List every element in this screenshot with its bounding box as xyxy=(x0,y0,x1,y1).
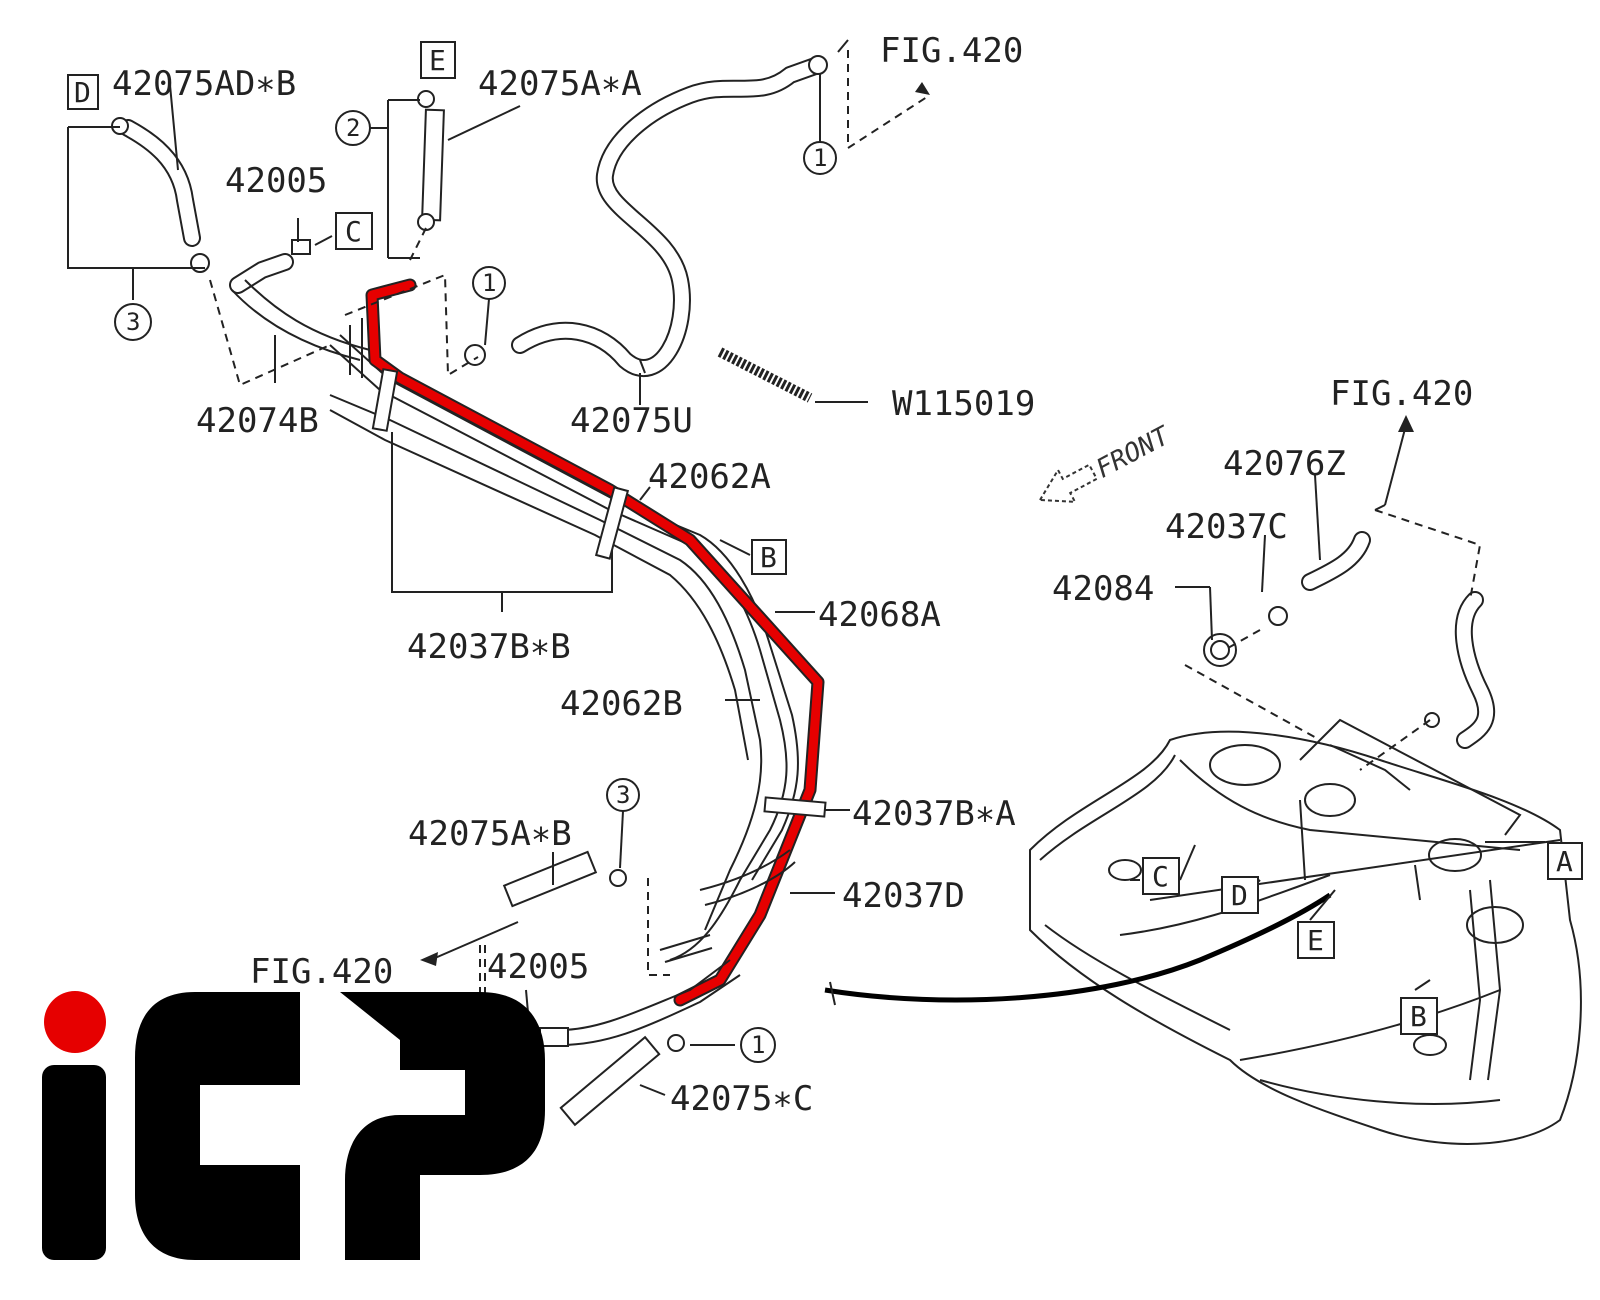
svg-text:B: B xyxy=(760,541,777,574)
highlighted-line-42068A xyxy=(365,278,825,1007)
fuel-sender-wire xyxy=(824,892,1332,1003)
label-42037D: 42037D xyxy=(842,876,965,916)
svg-text:A: A xyxy=(1556,845,1573,878)
label-42075A-B: 42075A∗B xyxy=(408,814,572,854)
circle-marker-3-bottom: 3 xyxy=(606,778,640,869)
circle-marker-1-top: 1 xyxy=(803,74,837,175)
filler-vent-hose xyxy=(1203,531,1496,749)
fuel-tank xyxy=(1029,718,1582,1145)
svg-text:3: 3 xyxy=(616,781,630,809)
hose-42075AD-B xyxy=(119,119,201,247)
label-42068A: 42068A xyxy=(818,595,941,635)
svg-text:E: E xyxy=(1307,924,1324,957)
box-marker-E-tank: E xyxy=(1297,921,1335,959)
svg-text:C: C xyxy=(345,215,362,248)
label-42005-top: 42005 xyxy=(225,161,327,201)
logo-letter-p xyxy=(340,992,545,1260)
label-42084: 42084 xyxy=(1052,569,1154,609)
clamps xyxy=(111,55,828,1052)
box-marker-A-tank: A xyxy=(1547,842,1583,880)
box-marker-D-tank: D xyxy=(1221,876,1259,914)
circle-marker-1-mid: 1 xyxy=(472,266,506,346)
logo-letter-i xyxy=(42,1065,106,1260)
hose-42075A-B xyxy=(502,850,598,908)
strap-W115019 xyxy=(717,347,868,403)
arrows xyxy=(420,82,1414,966)
label-fig420-right: FIG.420 xyxy=(1330,374,1473,414)
hose-42075A-A xyxy=(421,108,445,222)
label-42062A: 42062A xyxy=(648,457,771,497)
svg-text:1: 1 xyxy=(813,144,827,172)
svg-text:1: 1 xyxy=(482,269,496,297)
hose-42075U xyxy=(511,56,827,377)
svg-text:D: D xyxy=(74,76,91,109)
circle-marker-1-bottom: 1 xyxy=(740,1027,776,1063)
label-42075U: 42075U xyxy=(570,401,693,441)
logo-letter-c xyxy=(135,992,300,1260)
label-42062B: 42062B xyxy=(560,684,683,724)
label-42037B-A: 42037B∗A xyxy=(852,794,1016,834)
box-marker-D-top: D xyxy=(67,74,99,110)
svg-text:E: E xyxy=(429,44,446,77)
box-marker-B-tank: B xyxy=(1400,997,1438,1035)
svg-text:3: 3 xyxy=(126,308,140,336)
svg-text:1: 1 xyxy=(751,1031,765,1059)
box-marker-C-top: C xyxy=(335,212,373,250)
label-42075A-A: 42075A∗A xyxy=(478,64,642,104)
svg-text:C: C xyxy=(1152,860,1169,893)
label-front: FRONT xyxy=(1091,421,1175,485)
label-42075AD-B: 42075AD∗B xyxy=(112,64,296,104)
circle-marker-3-left: 3 xyxy=(114,303,152,341)
front-arrow: FRONT xyxy=(1038,421,1176,503)
label-42076Z: 42076Z xyxy=(1223,444,1346,484)
hose-42074B xyxy=(229,253,371,361)
box-marker-E-top: E xyxy=(420,41,456,79)
label-fig420-top: FIG.420 xyxy=(880,31,1023,71)
label-42005-bottom: 42005 xyxy=(487,947,589,987)
box-marker-B-pipe: B xyxy=(751,539,787,575)
lower-pipes xyxy=(559,849,796,1046)
circle-marker-2: 2 xyxy=(335,110,371,146)
label-fig420-left: FIG.420 xyxy=(250,952,393,992)
svg-text:D: D xyxy=(1231,879,1248,912)
logo-dot xyxy=(44,991,106,1053)
icp-logo xyxy=(42,991,545,1260)
svg-text:B: B xyxy=(1410,1000,1427,1033)
label-42075-C: 42075∗C xyxy=(670,1079,813,1119)
label-W115019: W115019 xyxy=(892,384,1035,424)
label-42037C: 42037C xyxy=(1165,507,1288,547)
svg-text:2: 2 xyxy=(346,114,360,142)
leader-lines xyxy=(67,39,1545,1117)
label-42074B: 42074B xyxy=(196,401,319,441)
box-marker-C-tank: C xyxy=(1142,857,1180,895)
label-42037B-B: 42037B∗B xyxy=(407,627,571,667)
hose-42075-C xyxy=(559,1035,661,1127)
